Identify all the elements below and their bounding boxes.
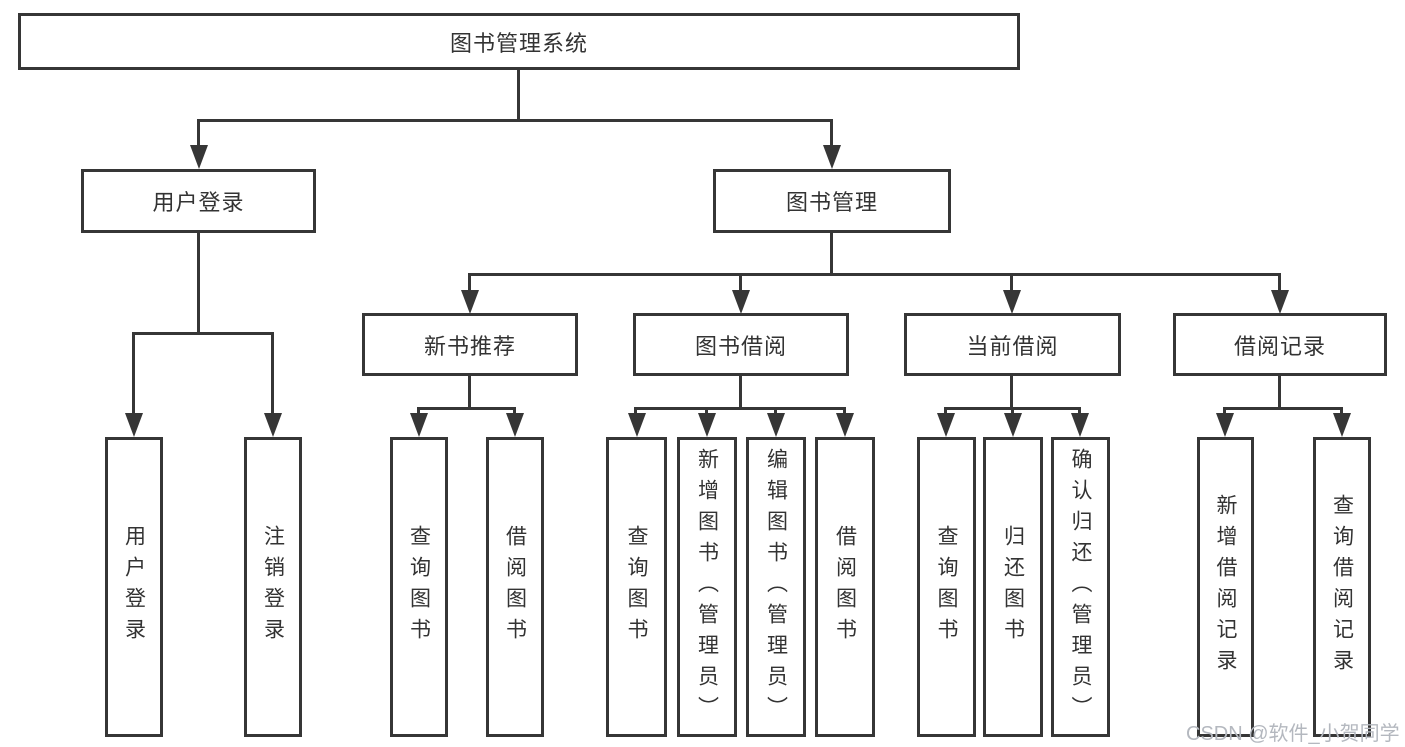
node-library-management-system: 图书管理系统	[18, 13, 1020, 70]
arrow-down-icon	[823, 145, 841, 169]
arrow-down-icon	[937, 413, 955, 437]
arrow-down-icon	[410, 413, 428, 437]
leaf-confirm-return-admin: 确认归还（管理员）	[1051, 437, 1110, 737]
leaf-add-borrow-record: 新增借阅记录	[1197, 437, 1254, 737]
node-book-management: 图书管理	[713, 169, 951, 233]
connector-stem	[830, 119, 833, 147]
leaf-label: 编辑图书（管理员）	[764, 447, 788, 727]
arrow-down-icon	[767, 413, 785, 437]
connector-stem	[739, 273, 742, 293]
arrow-down-icon	[1003, 290, 1021, 314]
connector-stem	[634, 407, 637, 416]
node-borrow-records: 借阅记录	[1173, 313, 1387, 376]
connector-stem	[1223, 407, 1226, 416]
leaf-edit-books-admin: 编辑图书（管理员）	[746, 437, 806, 737]
connector-leaf-rail	[417, 407, 516, 410]
arrow-down-icon	[1333, 413, 1351, 437]
connector-stem	[132, 332, 135, 415]
leaf-query-books-current: 查询图书	[917, 437, 976, 737]
node-current-borrow: 当前借阅	[904, 313, 1121, 376]
node-label: 新书推荐	[423, 333, 516, 359]
connector-stem	[271, 332, 274, 415]
arrow-down-icon	[1271, 290, 1289, 314]
arrow-down-icon	[461, 290, 479, 314]
connector-root-trunk	[517, 70, 520, 119]
node-label: 当前借阅	[966, 333, 1059, 359]
connector-stem	[944, 407, 947, 416]
node-new-book-recommend: 新书推荐	[362, 313, 578, 376]
leaf-borrow-books: 借阅图书	[815, 437, 875, 737]
connector-level3-rail	[468, 273, 1281, 276]
node-user-login: 用户登录	[81, 169, 316, 233]
arrow-down-icon	[1004, 413, 1022, 437]
arrow-down-icon	[1071, 413, 1089, 437]
connector-stem	[1010, 273, 1013, 293]
node-label: 图书管理系统	[449, 30, 588, 56]
leaf-label: 新增图书（管理员）	[695, 447, 719, 727]
leaf-label: 注销登录	[261, 525, 285, 649]
watermark-text: CSDN @软件_小贺同学	[1186, 723, 1400, 745]
connector-book-management-trunk	[830, 233, 833, 275]
leaf-label: 新增借阅记录	[1214, 494, 1237, 680]
arrow-down-icon	[698, 413, 716, 437]
leaf-label: 借阅图书	[503, 525, 527, 649]
arrow-down-icon	[628, 413, 646, 437]
leaf-query-books-recommend: 查询图书	[390, 437, 448, 737]
leaf-logout: 注销登录	[244, 437, 302, 737]
node-label: 图书借阅	[694, 333, 787, 359]
leaf-label: 查询借阅记录	[1330, 494, 1354, 680]
arrow-down-icon	[836, 413, 854, 437]
leaf-label: 查询图书	[407, 525, 431, 649]
leaf-label: 查询图书	[625, 525, 648, 649]
leaf-borrow-books-recommend: 借阅图书	[486, 437, 544, 737]
connector-stem	[1278, 273, 1281, 293]
connector-user-login-rail	[132, 332, 274, 335]
connector-level2-rail	[197, 119, 833, 122]
leaf-add-books-admin: 新增图书（管理员）	[677, 437, 737, 737]
connector-stem	[705, 407, 708, 416]
leaf-query-borrow-record: 查询借阅记录	[1313, 437, 1371, 737]
leaf-label: 归还图书	[1001, 525, 1025, 649]
node-label: 图书管理	[785, 190, 878, 215]
connector-stem	[1078, 407, 1081, 416]
leaf-label: 查询图书	[935, 525, 958, 649]
connector-trunk	[1278, 376, 1281, 410]
leaf-query-books-borrow: 查询图书	[606, 437, 667, 737]
node-label: 借阅记录	[1233, 333, 1326, 359]
leaf-label: 确认归还（管理员）	[1069, 447, 1092, 727]
node-book-borrow: 图书借阅	[633, 313, 849, 376]
connector-stem	[843, 407, 846, 416]
connector-user-login-trunk	[197, 233, 200, 334]
leaf-label: 借阅图书	[833, 525, 857, 649]
connector-trunk	[739, 376, 742, 410]
arrow-down-icon	[125, 413, 143, 437]
connector-trunk	[468, 376, 471, 410]
leaf-label: 用户登录	[122, 525, 146, 649]
arrow-down-icon	[732, 290, 750, 314]
connector-stem	[774, 407, 777, 416]
connector-leaf-rail	[1223, 407, 1343, 410]
arrow-down-icon	[506, 413, 524, 437]
connector-stem	[1340, 407, 1343, 416]
connector-trunk	[1010, 376, 1013, 410]
node-label: 用户登录	[152, 190, 245, 215]
arrow-down-icon	[264, 413, 282, 437]
connector-leaf-rail	[634, 407, 846, 410]
connector-stem	[468, 273, 471, 293]
arrow-down-icon	[190, 145, 208, 169]
connector-stem	[417, 407, 420, 416]
arrow-down-icon	[1216, 413, 1234, 437]
connector-stem	[1011, 407, 1014, 416]
leaf-user-login: 用户登录	[105, 437, 163, 737]
connector-stem	[513, 407, 516, 416]
connector-stem	[197, 119, 200, 147]
leaf-return-books: 归还图书	[983, 437, 1043, 737]
